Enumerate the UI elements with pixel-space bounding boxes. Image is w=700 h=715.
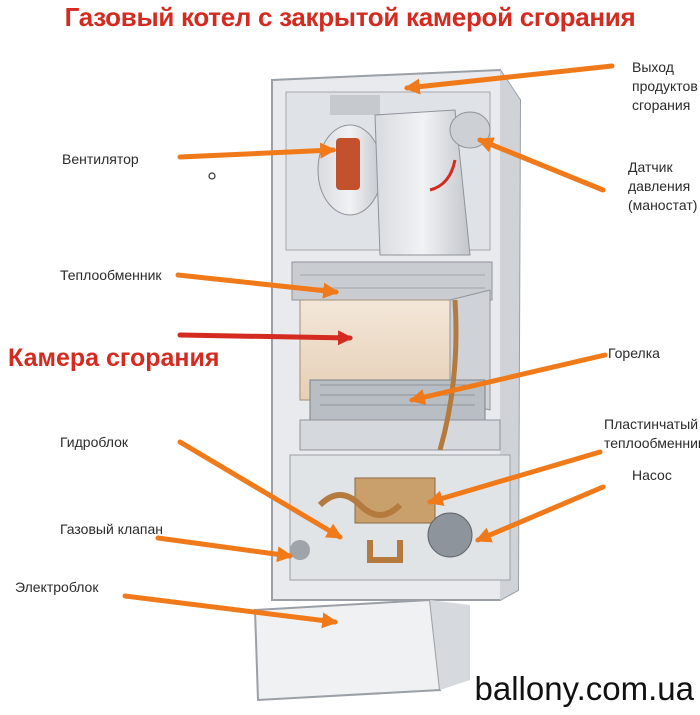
arrow-burner — [408, 352, 608, 405]
page-title: Газовый котел с закрытой камерой сгорани… — [64, 2, 636, 32]
arrow-heat-exchanger — [175, 272, 340, 299]
arrow-plate-exchanger — [426, 449, 603, 507]
label-plate-exchanger: Пластинчатый теплообменник — [604, 415, 700, 453]
label-combustion-chamber: Камера сгорания — [8, 344, 220, 372]
label-exhaust-line2: продуктов — [632, 78, 698, 94]
label-pressure-sensor: Датчик давления (маностат) — [628, 158, 697, 215]
arrow-pump — [475, 484, 606, 543]
label-fan: Вентилятор — [62, 151, 139, 167]
heat-exchanger — [291, 261, 493, 301]
arrow-pressure — [477, 137, 606, 193]
arrow-fan — [177, 142, 337, 160]
arrow-exhaust — [403, 63, 615, 95]
electro-block — [253, 598, 470, 702]
label-pressure-line3: (маностат) — [628, 197, 698, 213]
watermark: ballony.com.ua — [474, 670, 694, 707]
label-pressure-line2: давления — [628, 178, 691, 194]
label-heat-exchanger: Теплообменник — [60, 267, 162, 283]
label-exhaust-line1: Выход — [632, 59, 674, 75]
label-plate-line1: Пластинчатый — [604, 416, 699, 432]
callout-arrows — [122, 63, 615, 629]
label-pressure-line1: Датчик — [628, 159, 673, 175]
label-electroblock: Электроблок — [15, 579, 99, 595]
label-plate-line2: теплообменник — [604, 435, 700, 451]
label-pump: Насос — [632, 467, 672, 483]
arrow-gas-valve — [155, 535, 294, 563]
label-hydroblock: Гидроблок — [60, 434, 128, 450]
arrow-hydroblock — [177, 439, 343, 540]
label-exhaust: Выход продуктов сгорания — [632, 58, 698, 115]
arrow-combustion-chamber — [177, 330, 353, 346]
label-burner: Горелка — [608, 345, 660, 361]
burner — [299, 379, 501, 451]
small-dot-icon — [208, 172, 216, 180]
arrow-electroblock — [122, 593, 339, 629]
label-exhaust-line3: сгорания — [632, 97, 691, 113]
fan-housing — [317, 95, 491, 256]
label-gas-valve: Газовый клапан — [60, 521, 164, 537]
hydro-block — [289, 299, 511, 581]
